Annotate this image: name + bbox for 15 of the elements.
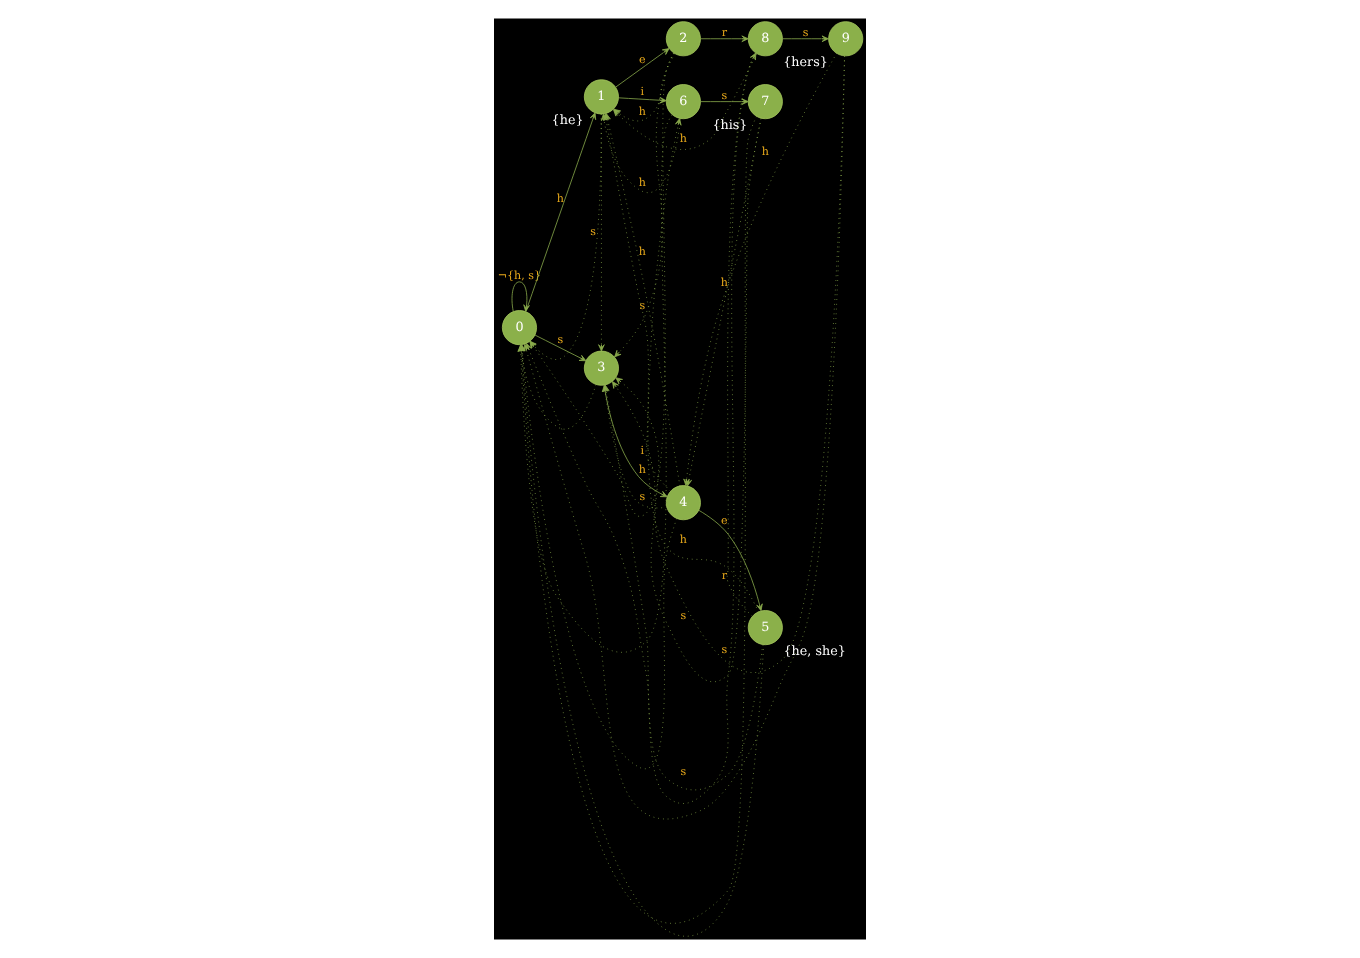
- arrow: [511, 281, 530, 312]
- arrow: [529, 113, 602, 360]
- arrow: [615, 48, 670, 88]
- arrow: [700, 35, 749, 43]
- arrow: [525, 112, 597, 312]
- arrow: [598, 113, 605, 352]
- arrow: [534, 334, 587, 362]
- arrow: [700, 98, 749, 105]
- arrow: [726, 52, 757, 617]
- arrow: [698, 509, 763, 612]
- arrow: [529, 52, 674, 517]
- arrow: [618, 97, 667, 104]
- arrow: [782, 35, 829, 43]
- arrow: [612, 118, 762, 682]
- arrow: [645, 118, 682, 492]
